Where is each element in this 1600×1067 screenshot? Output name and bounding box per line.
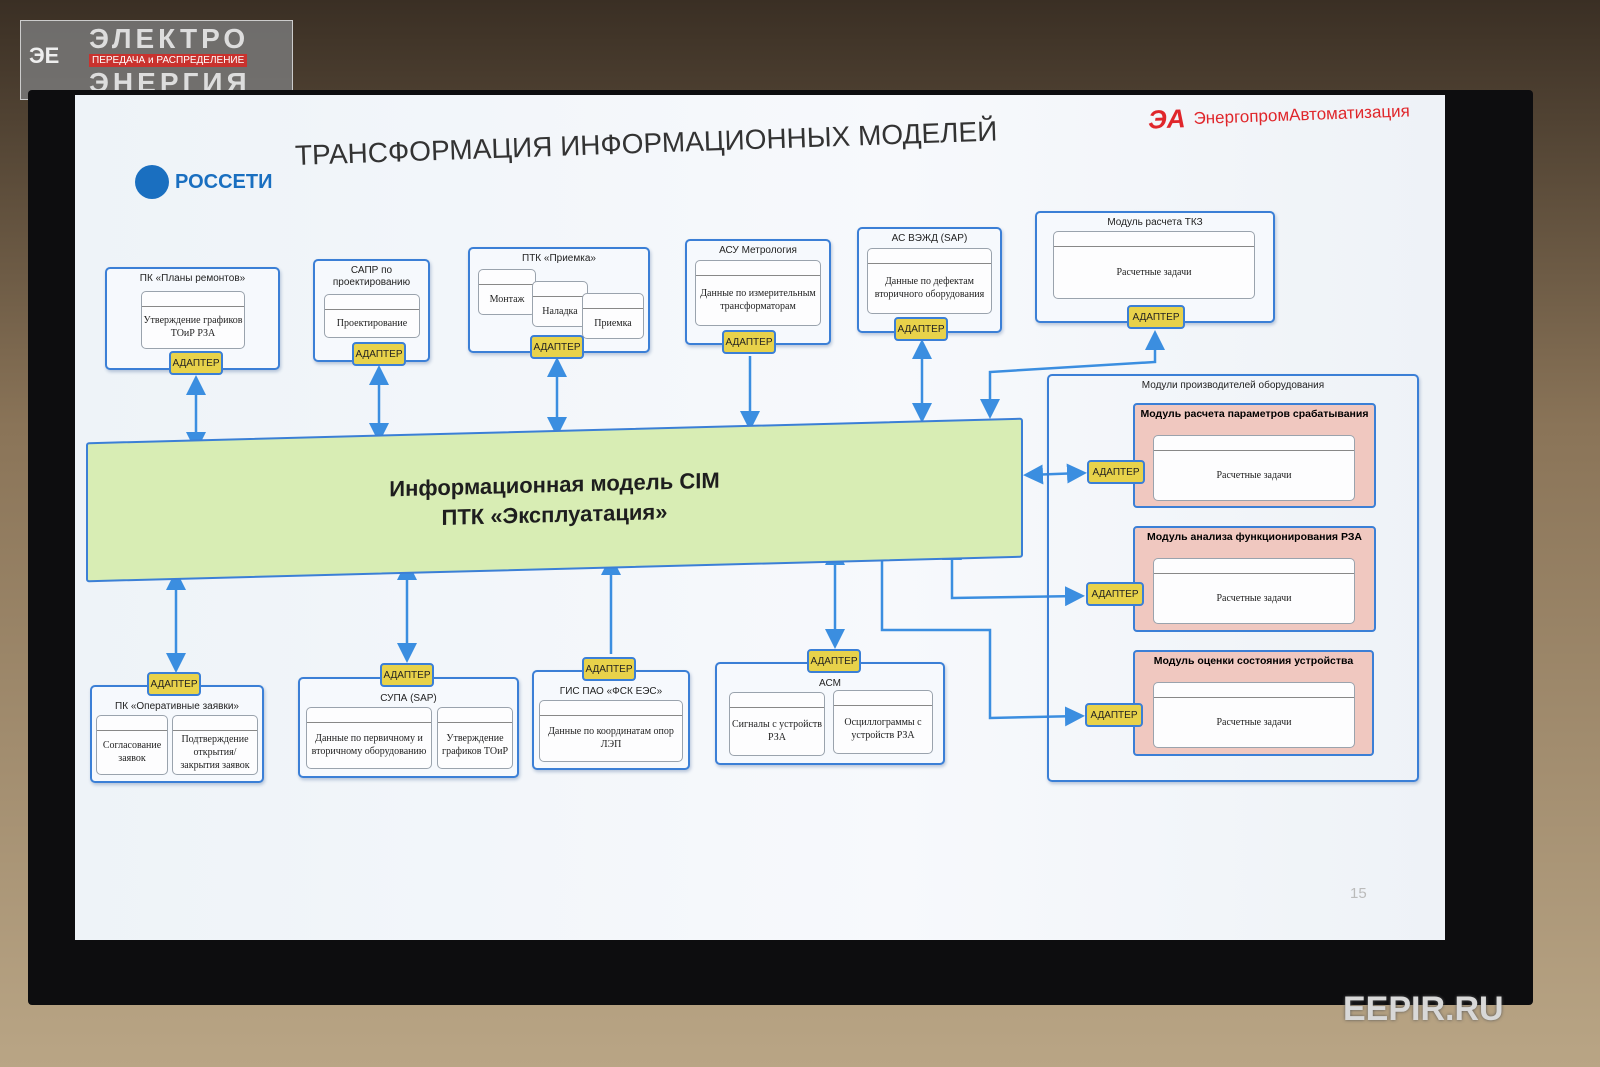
system-title: САПР по проектированию — [332, 265, 411, 288]
module-item: Расчетные задачи — [1153, 682, 1355, 748]
adapter-badge: АДАПТЕР — [1127, 305, 1185, 329]
vendor-modules-group: Модули производителей оборудования — [1047, 374, 1419, 782]
system-item: Согласование заявок — [96, 715, 168, 775]
system-item: Приемка — [582, 293, 644, 339]
system-item: Осциллограммы с устройств РЗА — [833, 690, 933, 754]
system-item: Данные по измерительным трансформаторам — [695, 260, 821, 326]
vendor-module-settings: Модуль расчета параметров срабатывания Р… — [1133, 403, 1376, 508]
site-watermark: EEPIR.RU — [1343, 990, 1504, 1028]
vendor-group-title: Модули производителей оборудования — [1141, 380, 1325, 391]
system-title: АС ВЭЖД (SAP) — [891, 233, 968, 244]
module-item: Расчетные задачи — [1153, 435, 1355, 501]
watermark-mark: ЭЕ — [29, 43, 60, 68]
system-item: Проектирование — [324, 294, 420, 338]
adapter-badge: АДАПТЕР — [1087, 460, 1145, 484]
system-box-supa: СУПА (SAP) Данные по первичному и вторич… — [298, 677, 519, 778]
system-box-tkz: Модуль расчета ТКЗ Расчетные задачи — [1035, 211, 1275, 323]
watermark-line1: ЭЛЕКТРО — [89, 23, 250, 54]
system-item: Сигналы с устройств РЗА — [729, 692, 825, 756]
vendor-module-analysis: Модуль анализа функционирования РЗА Расч… — [1133, 526, 1376, 632]
adapter-badge: АДАПТЕР — [1086, 582, 1144, 606]
adapter-badge: АДАПТЕР — [807, 649, 861, 673]
adapter-badge: АДАПТЕР — [722, 330, 776, 354]
system-item: Утверждение графиков ТОиР — [437, 707, 513, 769]
system-title: ПТК «Приемка» — [522, 253, 596, 264]
system-title: АСУ Метрология — [719, 245, 797, 256]
system-title: АСМ — [819, 678, 841, 689]
system-box-operative-requests: ПК «Оперативные заявки» Согласование зая… — [90, 685, 264, 783]
cim-subtitle: ПТК «Эксплуатация» — [441, 499, 668, 530]
system-box-vezhd: АС ВЭЖД (SAP) Данные по дефектам вторичн… — [857, 227, 1002, 333]
module-item: Расчетные задачи — [1153, 558, 1355, 624]
system-item: Данные по координатам опор ЛЭП — [539, 700, 683, 762]
rosseti-logo: РОССЕТИ — [135, 165, 272, 199]
vendor-module-condition: Модуль оценки состояния устройства Расче… — [1133, 650, 1374, 756]
cim-model-block: Информационная модель CIM ПТК «Эксплуата… — [86, 417, 1023, 583]
system-title: СУПА (SAP) — [380, 693, 437, 704]
system-title: Модуль расчета ТКЗ — [1107, 217, 1203, 228]
adapter-badge: АДАПТЕР — [1085, 703, 1143, 727]
system-title: ПК «Планы ремонтов» — [139, 273, 246, 284]
system-item: Наладка — [532, 281, 588, 327]
adapter-badge: АДАПТЕР — [147, 672, 201, 696]
rosseti-emblem-icon — [135, 165, 169, 199]
adapter-badge: АДАПТЕР — [352, 342, 406, 366]
system-title: ГИС ПАО «ФСК ЕЭС» — [559, 686, 663, 697]
system-title: ПК «Оперативные заявки» — [115, 701, 239, 712]
system-item: Данные по дефектам вторичного оборудован… — [867, 248, 992, 314]
system-item: Монтаж — [478, 269, 536, 315]
adapter-badge: АДАПТЕР — [380, 663, 434, 687]
page-number: 15 — [1350, 885, 1367, 902]
system-box-metrology: АСУ Метрология Данные по измерительным т… — [685, 239, 831, 345]
system-item: Расчетные задачи — [1053, 231, 1255, 299]
system-item: Утверждение графиков ТОиР РЗА — [141, 291, 245, 349]
module-title: Модуль анализа функционирования РЗА — [1147, 531, 1362, 543]
adapter-badge: АДАПТЕР — [530, 335, 584, 359]
module-title: Модуль оценки состояния устройства — [1153, 655, 1354, 667]
module-title: Модуль расчета параметров срабатывания — [1140, 408, 1369, 420]
cim-title: Информационная модель CIM — [389, 467, 720, 502]
watermark-line2: ПЕРЕДАЧА и РАСПРЕДЕЛЕНИЕ — [89, 54, 248, 67]
system-box-gis-fsk: ГИС ПАО «ФСК ЕЭС» Данные по координатам … — [532, 670, 690, 770]
watermark-logo: ЭЕ ЭЛЕКТРО ПЕРЕДАЧА и РАСПРЕДЕЛЕНИЕ ЭНЕР… — [20, 20, 293, 100]
adapter-badge: АДАПТЕР — [169, 351, 223, 375]
adapter-badge: АДАПТЕР — [894, 317, 948, 341]
rosseti-logo-text: РОССЕТИ — [175, 170, 273, 193]
adapter-badge: АДАПТЕР — [582, 657, 636, 681]
system-box-repair-plans: ПК «Планы ремонтов» Утверждение графиков… — [105, 267, 280, 370]
system-item: Данные по первичному и вторичному оборуд… — [306, 707, 432, 769]
system-box-asm: АСМ Сигналы с устройств РЗА Осциллограмм… — [715, 662, 945, 765]
system-item: Подтверждение открытия/ закрытия заявок — [172, 715, 258, 775]
